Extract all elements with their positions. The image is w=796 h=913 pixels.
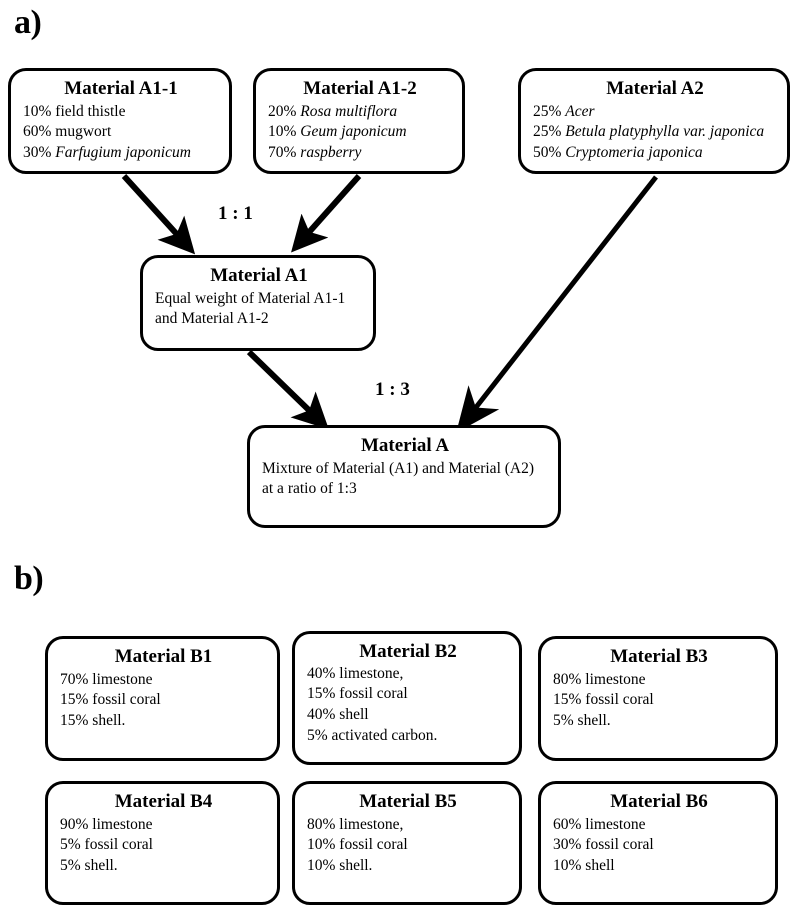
composition-line: 70% raspberry bbox=[268, 143, 362, 161]
material-box-a1-2[interactable]: Material A1-2 20% Rosa multiflora 10% Ge… bbox=[253, 68, 465, 174]
arrow-a1-to-a bbox=[246, 349, 329, 430]
composition-line: 25% Betula platyphylla var. japonica bbox=[533, 123, 765, 141]
composition-line: 70% limestone bbox=[60, 670, 153, 688]
composition-line: 5% shell. bbox=[553, 711, 611, 729]
material-composition: 40% limestone, 15% fossil coral 40% shel… bbox=[307, 664, 509, 746]
composition-line: 90% limestone bbox=[60, 815, 153, 833]
arrow-a2-to-a bbox=[456, 175, 658, 433]
material-title: Material A1-2 bbox=[303, 78, 417, 99]
material-composition: 10% field thistle 60% mugwort 30% Farfug… bbox=[23, 102, 219, 164]
composition-line: 30% Farfugium japonicum bbox=[23, 143, 191, 161]
description-line: Equal weight of Material A1-1 bbox=[155, 289, 346, 307]
material-box-b1[interactable]: Material B1 70% limestone 15% fossil cor… bbox=[45, 636, 280, 761]
material-title: Material A bbox=[360, 435, 450, 456]
material-title: Material B3 bbox=[610, 646, 708, 667]
composition-line: 40% shell bbox=[307, 705, 369, 723]
material-box-b4[interactable]: Material B4 90% limestone 5% fossil cora… bbox=[45, 781, 280, 905]
composition-line: 25% Acer bbox=[533, 102, 595, 120]
composition-line: 10% fossil coral bbox=[307, 836, 408, 854]
material-box-a[interactable]: Material A Mixture of Material (A1) and … bbox=[247, 425, 561, 528]
material-composition: 60% limestone 30% fossil coral 10% shell bbox=[553, 815, 765, 877]
panel-label-a: a) bbox=[14, 4, 42, 41]
composition-line: 5% activated carbon. bbox=[307, 726, 438, 744]
composition-line: 15% fossil coral bbox=[60, 691, 161, 709]
material-description: Equal weight of Material A1-1 and Materi… bbox=[155, 289, 363, 330]
description-line: Mixture of Material (A1) and Material (A… bbox=[262, 459, 535, 477]
arrow-a12-to-a1 bbox=[291, 174, 362, 253]
material-box-b3[interactable]: Material B3 80% limestone 15% fossil cor… bbox=[538, 636, 778, 761]
arrow-a11-to-a1 bbox=[121, 173, 196, 255]
material-title: Material A1-1 bbox=[64, 78, 178, 99]
composition-line: 80% limestone bbox=[553, 670, 646, 688]
composition-line: 15% fossil coral bbox=[553, 691, 654, 709]
material-composition: 90% limestone 5% fossil coral 5% shell. bbox=[60, 815, 267, 877]
composition-line: 10% shell. bbox=[307, 856, 373, 874]
material-title: Material B1 bbox=[114, 646, 213, 667]
composition-line: 50% Cryptomeria japonica bbox=[533, 143, 703, 161]
material-composition: 20% Rosa multiflora 10% Geum japonicum 7… bbox=[268, 102, 452, 164]
composition-line: 15% fossil coral bbox=[307, 685, 408, 703]
composition-line: 10% field thistle bbox=[23, 102, 126, 120]
material-box-a2[interactable]: Material A2 25% Acer 25% Betula platyphy… bbox=[518, 68, 790, 174]
composition-line: 10% Geum japonicum bbox=[268, 123, 407, 141]
material-composition: 80% limestone, 10% fossil coral 10% shel… bbox=[307, 815, 509, 877]
composition-line: 30% fossil coral bbox=[553, 836, 654, 854]
composition-line: 40% limestone, bbox=[307, 664, 404, 682]
material-box-b2[interactable]: Material B2 40% limestone, 15% fossil co… bbox=[292, 631, 522, 765]
composition-line: 60% limestone bbox=[553, 815, 646, 833]
composition-line: 5% shell. bbox=[60, 856, 118, 874]
material-title: Material B4 bbox=[114, 791, 213, 812]
material-description: Mixture of Material (A1) and Material (A… bbox=[262, 459, 548, 500]
material-title: Material B5 bbox=[359, 791, 457, 812]
composition-line: 10% shell bbox=[553, 856, 615, 874]
description-line: at a ratio of 1:3 bbox=[262, 480, 357, 498]
material-box-b5[interactable]: Material B5 80% limestone, 10% fossil co… bbox=[292, 781, 522, 905]
material-title: Material B6 bbox=[610, 791, 708, 812]
description-line: and Material A1-2 bbox=[155, 310, 269, 328]
composition-line: 5% fossil coral bbox=[60, 836, 153, 854]
material-box-a1-1[interactable]: Material A1-1 10% field thistle 60% mugw… bbox=[8, 68, 232, 174]
material-title: Material B2 bbox=[359, 641, 457, 662]
composition-line: 15% shell. bbox=[60, 711, 126, 729]
ratio-label-1-3: 1 : 3 bbox=[375, 379, 410, 400]
material-title: Material A2 bbox=[606, 78, 704, 99]
material-box-b6[interactable]: Material B6 60% limestone 30% fossil cor… bbox=[538, 781, 778, 905]
composition-line: 60% mugwort bbox=[23, 123, 112, 141]
material-composition: 25% Acer 25% Betula platyphylla var. jap… bbox=[533, 102, 777, 164]
material-composition: 80% limestone 15% fossil coral 5% shell. bbox=[553, 670, 765, 732]
material-box-a1[interactable]: Material A1 Equal weight of Material A1-… bbox=[140, 255, 376, 351]
panel-label-b: b) bbox=[14, 560, 44, 597]
composition-line: 20% Rosa multiflora bbox=[268, 102, 398, 120]
material-title: Material A1 bbox=[210, 265, 308, 286]
ratio-label-1-1: 1 : 1 bbox=[218, 203, 253, 224]
material-composition: 70% limestone 15% fossil coral 15% shell… bbox=[60, 670, 267, 732]
composition-line: 80% limestone, bbox=[307, 815, 404, 833]
